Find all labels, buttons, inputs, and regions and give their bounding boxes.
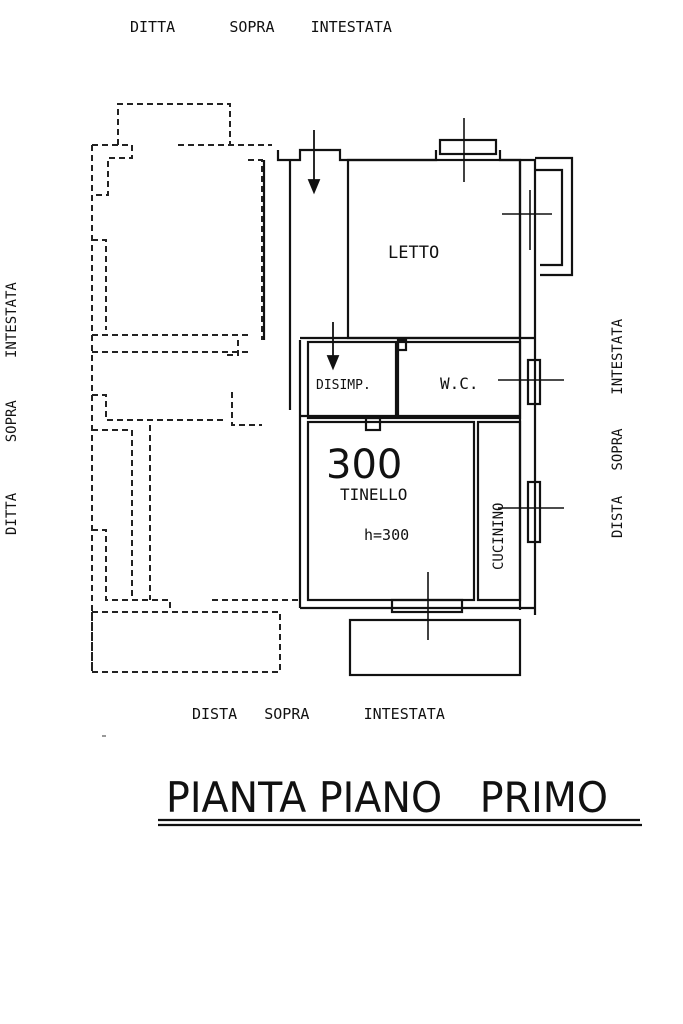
unit-walls bbox=[262, 138, 574, 677]
room-label-letto: LETTO bbox=[388, 243, 439, 263]
left-neighbor-label: DITTA SOPRA INTESTATA bbox=[4, 282, 20, 535]
room-label-wc: W.C. bbox=[440, 374, 479, 393]
bottom-neighbor-label: DISTA SOPRA INTESTATA bbox=[192, 705, 445, 723]
entrance-arrow-icon bbox=[307, 130, 340, 371]
window-markers bbox=[427, 118, 564, 640]
neighbor-building-outline bbox=[91, 103, 300, 673]
area-number: 300 bbox=[326, 442, 402, 488]
top-neighbor-label: DITTA SOPRA INTESTATA bbox=[130, 18, 392, 36]
room-label-cucinino: CUCININO bbox=[491, 503, 507, 570]
room-label-disimp: DISIMP. bbox=[316, 378, 371, 393]
right-neighbor-label: DISTA SOPRA INTESTATA bbox=[610, 318, 626, 538]
height-note: h=300 bbox=[364, 526, 409, 544]
plan-title: PIANTA PIANO PRIMO bbox=[166, 773, 608, 822]
room-label-tinello: TINELLO bbox=[340, 485, 407, 504]
